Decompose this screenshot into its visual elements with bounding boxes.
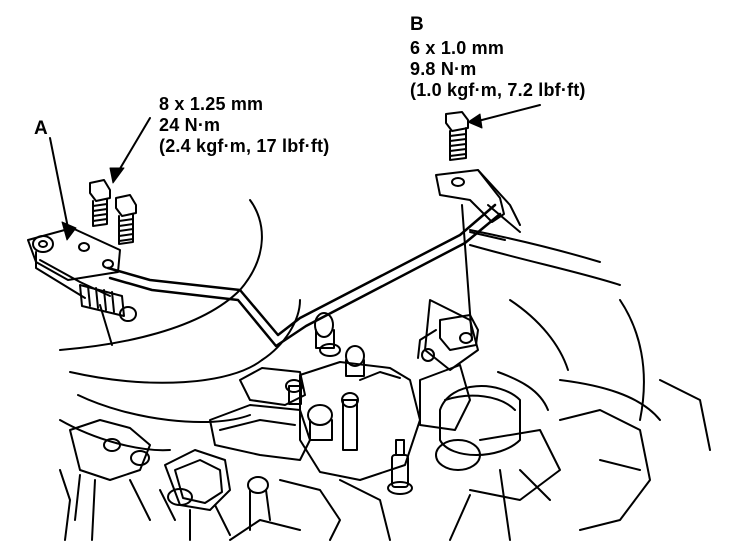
callout-a-letter: A xyxy=(34,118,48,139)
callout-a-torque-nm: 24 N·m xyxy=(159,115,221,135)
leader-lines xyxy=(49,104,541,241)
bolt-b xyxy=(445,111,469,161)
callout-b-spec: 6 x 1.0 mm 9.8 N·m (1.0 kgf·m, 7.2 lbf·f… xyxy=(410,38,586,101)
callout-a-size: 8 x 1.25 mm xyxy=(159,94,264,114)
callout-a-spec: 8 x 1.25 mm 24 N·m (2.4 kgf·m, 17 lbf·ft… xyxy=(159,94,329,157)
bracket-a xyxy=(27,227,121,299)
callout-a-torque-alt: (2.4 kgf·m, 17 lbf·ft) xyxy=(159,136,330,156)
support-rod xyxy=(106,203,502,348)
rod-clip xyxy=(417,314,479,359)
transmission-linkage xyxy=(59,299,711,541)
callout-b-size: 6 x 1.0 mm xyxy=(410,38,505,58)
callout-b-letter: B xyxy=(410,14,424,35)
engine-block-background xyxy=(59,199,661,452)
bolt-a-pair xyxy=(89,179,137,245)
callout-b-torque-nm: 9.8 N·m xyxy=(410,59,477,79)
callout-b-torque-alt: (1.0 kgf·m, 7.2 lbf·ft) xyxy=(410,80,586,100)
damper-cylinder xyxy=(79,284,137,346)
